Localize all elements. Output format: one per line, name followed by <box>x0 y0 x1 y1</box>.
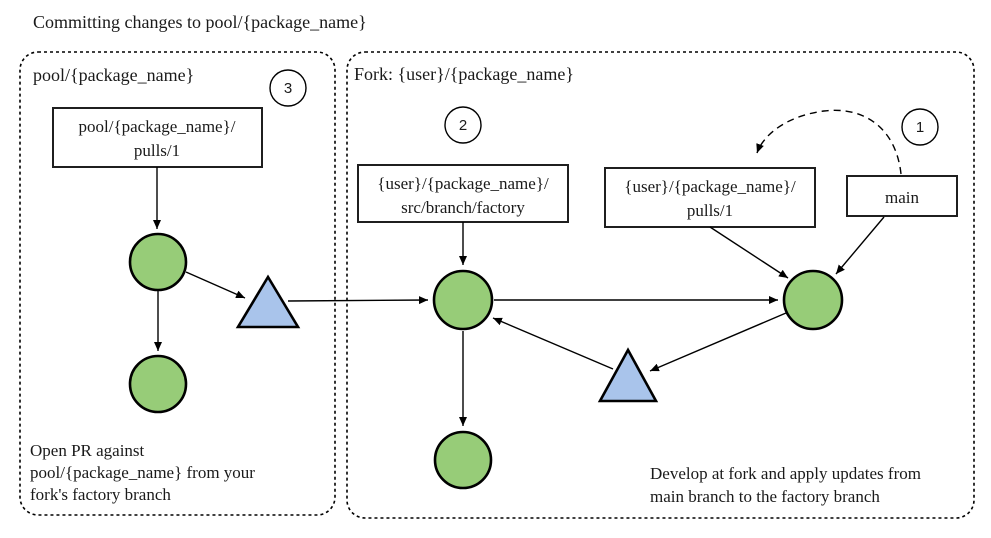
fork-caption: Develop at fork and apply updates from m… <box>650 464 921 506</box>
fork-panel-outline <box>346 51 975 519</box>
commit-node-factory <box>432 269 494 331</box>
step-badge-2-number: 2 <box>459 117 467 134</box>
arrow-pool-merge-to-factory-commit <box>287 296 429 305</box>
pool-caption: Open PR against pool/{package_name} from… <box>30 441 255 504</box>
fork-caption-line2: main branch to the factory branch <box>650 487 880 506</box>
fork-factory-box-line2: src/branch/factory <box>401 198 525 217</box>
commit-node-fork-main <box>782 269 844 331</box>
pool-caption-line2: pool/{package_name} from your <box>30 463 255 482</box>
fork-factory-box-rect <box>357 164 569 223</box>
arrow-pool-commit-to-merge <box>185 271 246 299</box>
fork-factory-box-line1: {user}/{package_name}/ <box>377 174 549 193</box>
merge-node-fork <box>597 347 659 403</box>
diagram-title: Committing changes to pool/{package_name… <box>33 12 367 32</box>
main-branch-box: main <box>846 175 958 217</box>
pool-pulls-box-line1: pool/{package_name}/ <box>79 117 236 136</box>
pool-panel-outline <box>19 51 336 516</box>
arrow-main-label-to-main-commit <box>835 216 885 275</box>
pool-caption-line1: Open PR against <box>30 441 145 460</box>
step-badge-1: 1 <box>901 108 939 146</box>
arrow-merge-to-factory-commit <box>492 317 614 370</box>
pool-panel-label: pool/{package_name} <box>33 65 194 85</box>
fork-pulls-box-line1: {user}/{package_name}/ <box>624 177 796 196</box>
commit-node-factory-bottom <box>433 430 493 490</box>
fork-caption-line1: Develop at fork and apply updates from <box>650 464 921 483</box>
step-badge-3-circle <box>269 69 307 107</box>
arrow-main-commit-to-merge <box>649 312 787 372</box>
pool-pulls-box: pool/{package_name}/ pulls/1 <box>52 107 263 168</box>
merge-node-pool <box>235 274 301 329</box>
fork-factory-box: {user}/{package_name}/ src/branch/factor… <box>357 164 569 223</box>
arrow-dashed-main-to-fork-pulls <box>756 109 902 175</box>
commit-node-pool-top <box>128 232 188 292</box>
main-branch-box-rect <box>846 175 958 217</box>
fork-panel-label: Fork: {user}/{package_name} <box>354 64 574 84</box>
step-badge-2-circle <box>444 106 482 144</box>
arrow-fork-pulls-to-main-commit <box>709 226 789 279</box>
step-badge-2: 2 <box>444 106 482 144</box>
fork-pulls-box-rect <box>604 167 816 228</box>
step-badge-1-circle <box>901 108 939 146</box>
pool-caption-line3: fork's factory branch <box>30 485 171 504</box>
fork-pulls-box-line2: pulls/1 <box>687 201 733 220</box>
pool-pulls-box-rect <box>52 107 263 168</box>
step-badge-3-number: 3 <box>284 80 292 97</box>
main-branch-box-label: main <box>885 188 919 207</box>
step-badge-1-number: 1 <box>916 119 924 136</box>
fork-pulls-box: {user}/{package_name}/ pulls/1 <box>604 167 816 228</box>
pool-pulls-box-line2: pulls/1 <box>134 141 180 160</box>
commit-node-pool-bottom <box>128 354 188 414</box>
step-badge-3: 3 <box>269 69 307 107</box>
